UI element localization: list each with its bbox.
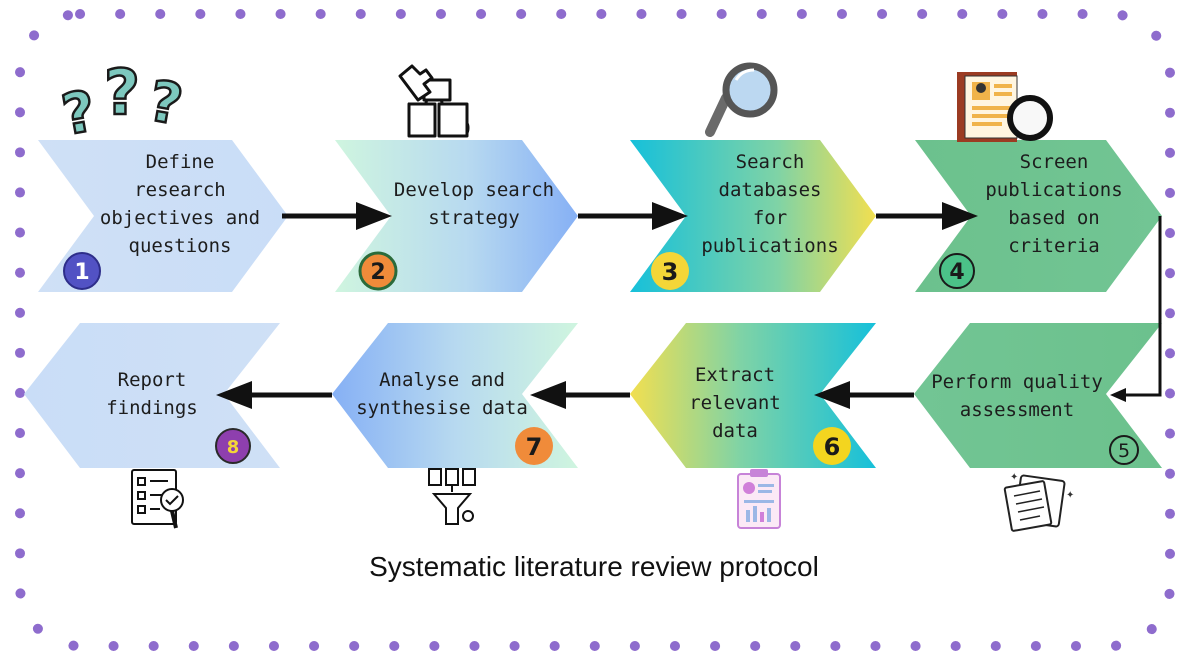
resume-review-icon [957, 72, 1053, 142]
arrowhead-6-to-7 [530, 381, 566, 409]
step-7-number: 7 [526, 433, 543, 461]
step-6-badge: 6 [813, 427, 851, 465]
step-8-badge: 8 [215, 428, 251, 464]
step-3-badge: 3 [651, 252, 689, 290]
step-3-label: Search databases for publications [682, 148, 858, 260]
step-4-line-2: publications [985, 179, 1123, 201]
step-5-chevron [914, 323, 1162, 468]
step-6-line-1: Extract [694, 364, 776, 386]
step-4-number: 4 [949, 260, 964, 285]
step-1-label: Define research objectives and questions [92, 148, 268, 260]
step-8-label: Report findings [92, 366, 212, 422]
diagram-title: Systematic literature review protocol [369, 551, 819, 582]
step-4-line-1: Screen [1019, 151, 1089, 173]
step-1-chevron [38, 140, 288, 292]
step-2-badge-circle [358, 251, 398, 291]
svg-text:✦: ✦ [1066, 490, 1074, 501]
step-4-line-4: criteria [1008, 235, 1100, 257]
checklist-icon [131, 469, 184, 529]
step-5-label: Perform quality assessment [928, 368, 1106, 424]
step-6-line-3: data [712, 420, 758, 442]
step-5-line-2: assessment [959, 399, 1075, 421]
step-2-chevron [335, 140, 578, 292]
filter-funnel-icon [428, 468, 476, 525]
step-6-number: 6 [824, 433, 841, 461]
step-7-chevron [332, 323, 578, 468]
step-3-number: 3 [662, 258, 679, 286]
step-6-line-2: relevant [689, 392, 781, 414]
step-2-badge: 2 [358, 251, 398, 291]
svg-text:?: ? [57, 79, 100, 149]
step-5-badge: 5 [1109, 435, 1139, 465]
step-7-badge: 7 [515, 427, 553, 465]
magnifying-glass-icon [705, 62, 778, 137]
svg-text:?: ? [144, 69, 187, 139]
step-4-badge-circle [939, 253, 975, 289]
arrowhead-1-to-2 [356, 202, 392, 230]
step-8-number: 8 [227, 437, 240, 458]
documents-clipboard-icon: ✦ ✦ [1003, 472, 1074, 532]
step-3-chevron [630, 140, 876, 292]
step-1-number: 1 [74, 260, 89, 285]
dotted-frame-border [15, 9, 1175, 651]
step-4-badge: 4 [939, 253, 975, 289]
step-3-line-3: for [752, 207, 788, 229]
step-8-line-2: findings [106, 397, 198, 419]
step-1-line-4: questions [128, 235, 232, 257]
arrowhead-5-to-6 [814, 381, 850, 409]
step-2-line-2: strategy [428, 207, 520, 229]
report-clipboard-icon [737, 469, 781, 529]
arrowhead-3-to-4 [942, 202, 978, 230]
step-5-line-1: Perform quality [931, 371, 1103, 393]
arrow-4-to-5 [1118, 216, 1162, 397]
arrowheads [216, 202, 1126, 409]
step-4-chevron [915, 140, 1162, 292]
step-3-badge-circle [651, 252, 689, 290]
step-6-chevron [630, 323, 876, 468]
question-marks-icon: ? ? ? [56, 55, 189, 150]
step-1-line-3: objectives and [99, 207, 261, 229]
step-1-badge-circle [63, 252, 101, 290]
step-1-badge: 1 [63, 252, 101, 290]
step-5-number: 5 [1118, 440, 1130, 462]
step-2-label: Develop search strategy [386, 176, 562, 232]
arrowhead-4-to-5 [1110, 388, 1126, 402]
step-8-line-1: Report [117, 369, 187, 391]
step-6-badge-circle [813, 427, 851, 465]
puzzle-pieces-icon [398, 64, 470, 138]
step-2-number: 2 [370, 260, 385, 285]
step-8-badge-circle [215, 428, 251, 464]
step-3-line-1: Search [735, 151, 805, 173]
step-3-line-4: publications [701, 235, 839, 257]
step-1-line-2: research [134, 179, 226, 201]
svg-text:✦: ✦ [1010, 472, 1018, 483]
step-1-line-1: Define [145, 151, 215, 173]
arrowhead-2-to-3 [652, 202, 688, 230]
svg-text:?: ? [104, 56, 140, 129]
step-2-line-1: Develop search [393, 179, 555, 201]
step-5-badge-circle [1109, 435, 1139, 465]
step-7-line-2: synthesise data [356, 397, 528, 419]
step-4-label: Screen publications based on criteria [966, 148, 1142, 260]
step-4-line-3: based on [1008, 207, 1100, 229]
step-8-chevron [24, 323, 280, 468]
step-7-line-1: Analyse and [379, 369, 505, 391]
arrowhead-7-to-8 [216, 381, 252, 409]
step-7-label: Analyse and synthesise data [352, 366, 532, 422]
step-6-label: Extract relevant data [660, 361, 810, 445]
step-3-line-2: databases [718, 179, 822, 201]
step-7-badge-circle [515, 427, 553, 465]
